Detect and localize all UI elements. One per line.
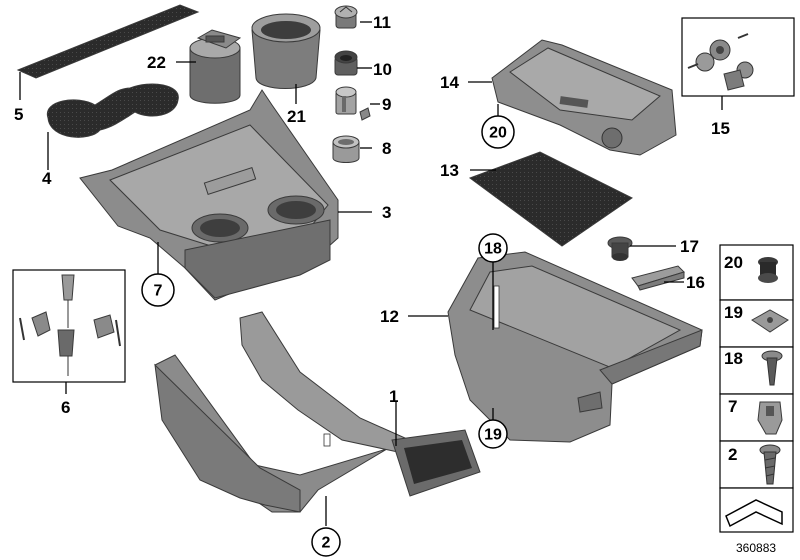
callout-3: 3 [382,203,391,222]
legend-label-2: 2 [728,445,737,464]
part-15-fastener-set [681,17,795,97]
part-10-socket [334,50,358,76]
legend-label-19: 19 [724,303,743,322]
hw-7-clip [757,401,783,435]
callout-13: 13 [440,161,459,180]
part-6-cable-set [12,269,126,383]
callout-20-circled: 20 [489,125,507,142]
hardware-legend [719,244,794,533]
callout-11: 11 [373,13,391,32]
callout-5: 5 [14,105,23,124]
callout-16: 16 [686,273,705,292]
callout-4: 4 [42,169,52,188]
part-11-socket-cap [334,5,358,29]
callout-14: 14 [440,73,459,92]
callouts: 5 4 22 21 11 10 9 8 3 1 6 12 14 13 15 17… [14,13,776,557]
legend-label-20: 20 [724,253,743,272]
part-12-storage-box [447,251,703,443]
part-21-cup-ring [251,13,321,89]
callout-8: 8 [382,139,391,158]
part-5-mat-strip [16,4,200,79]
part-9-socket-housing [335,86,371,121]
callout-12: 12 [380,307,399,326]
hw-2-screw [759,444,781,485]
callout-9: 9 [382,95,391,114]
hw-18-push-rivet [761,350,783,386]
reference-number: 360883 [736,541,776,555]
callout-6: 6 [61,398,70,417]
part-13-mat [468,151,633,247]
part-22-cup-insert [189,29,242,104]
callout-21: 21 [287,107,306,126]
legend-label-7: 7 [728,397,737,416]
callout-1: 1 [389,387,398,406]
part-3-console-tray [79,89,339,301]
callout-17: 17 [680,237,699,256]
callout-10: 10 [373,60,392,79]
callout-2-circled: 2 [322,535,331,552]
hw-20-grommet [758,257,778,283]
callout-15: 15 [711,119,730,138]
part-1-air-duct [154,311,481,513]
callout-19-circled: 19 [484,427,502,444]
part-14-bracket [491,39,677,156]
part-8-socket-ring [332,135,360,163]
hw-rail-symbol [725,499,783,528]
part-4-cup-mat [46,83,179,138]
part-16-cover [631,265,685,291]
callout-7-circled: 7 [154,283,163,300]
hw-19-clip-nut [751,309,789,333]
callout-18-circled: 18 [484,241,502,258]
part-17-plug [607,236,633,261]
leader-lines [19,21,723,526]
callout-22: 22 [147,53,166,72]
legend-label-18: 18 [724,349,743,368]
